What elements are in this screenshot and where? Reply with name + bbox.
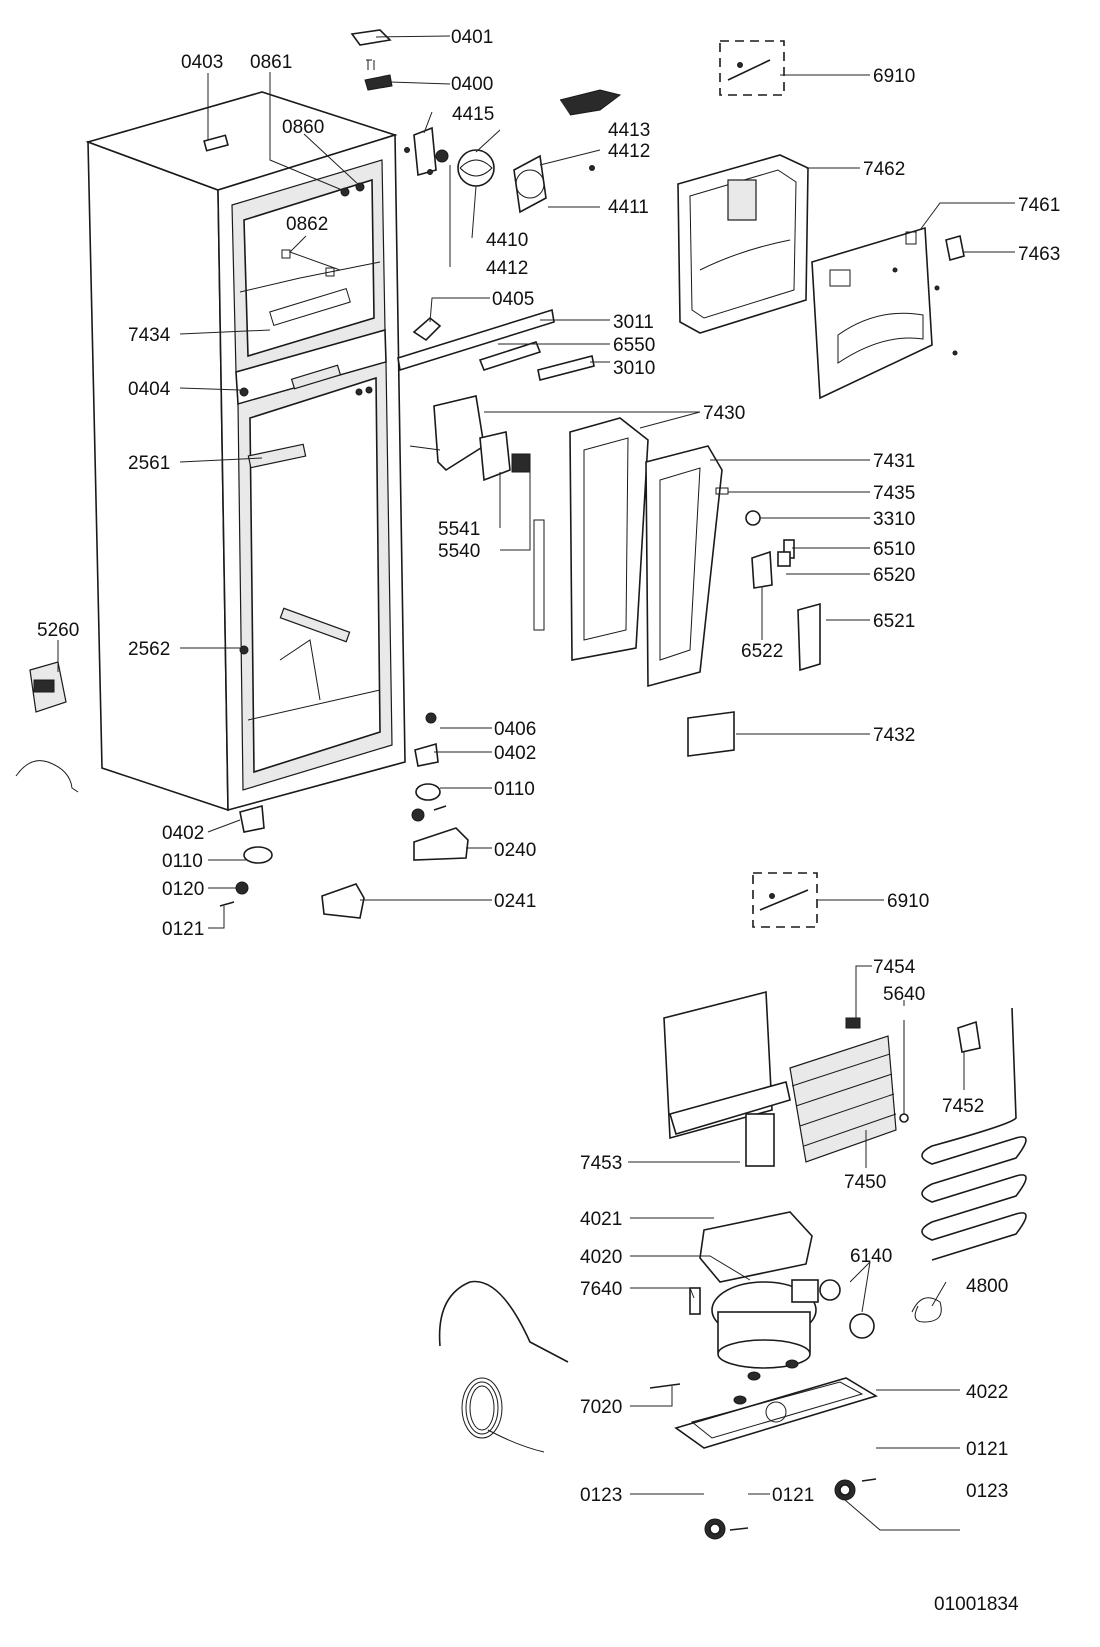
part-4800 [911,1297,942,1323]
label-7463: 7463 [1018,244,1060,265]
part-6510 [777,539,795,567]
power-cord [15,760,79,793]
label-6510: 6510 [873,539,915,560]
part-7435 [715,487,729,495]
label-0400: 0400 [451,74,493,95]
label-6550: 6550 [613,335,655,356]
label-6910b: 6910 [887,891,929,912]
air-ducts [397,308,723,688]
document-id: 01001834 [934,1594,1019,1615]
rear-panel [811,226,958,400]
condenser-assembly [663,990,897,1167]
label-0120: 0120 [162,879,204,900]
label-6520: 6520 [873,565,915,586]
part-6522 [751,550,773,589]
hinge-assemblies [219,712,447,907]
label-5260: 5260 [37,620,79,641]
part-7640 [689,1287,701,1315]
label-0121c: 0121 [772,1485,814,1506]
label-7435: 7435 [873,483,915,504]
label-5640: 5640 [883,984,925,1005]
label-0401: 0401 [451,27,493,48]
label-0110a: 0110 [494,779,535,800]
part-3310 [745,510,761,526]
label-6521: 6521 [873,611,915,632]
label-0121b: 0121 [966,1439,1008,1460]
label-7452: 7452 [942,1096,984,1117]
part-5260 [29,661,67,713]
label-0862: 0862 [286,214,328,235]
label-0404: 0404 [128,379,171,400]
part-4021 [699,1211,813,1283]
part-7432 [687,711,735,757]
label-2561: 2561 [128,453,170,474]
label-0402a: 0402 [494,743,536,764]
label-0121a: 0121 [162,919,204,940]
leader-lines [57,35,1015,1531]
label-4415: 4415 [452,104,494,125]
feet [649,1383,877,1540]
label-3011: 3011 [613,312,654,333]
label-0240: 0240 [494,840,536,861]
cabinet [85,91,406,812]
label-0402b: 0402 [162,823,204,844]
label-7450: 7450 [844,1172,886,1193]
label-0860: 0860 [282,117,324,138]
label-0406: 0406 [494,719,536,740]
label-0123a: 0123 [580,1485,622,1506]
part-7452 [957,1020,981,1053]
label-4412b: 4412 [486,258,528,279]
part-7463 [945,234,965,262]
label-3010: 3010 [613,358,655,379]
label-4021: 4021 [580,1209,622,1230]
label-0123b: 0123 [966,1481,1008,1502]
label-7434: 7434 [128,325,171,346]
label-7462: 7462 [863,159,905,180]
label-7640: 7640 [580,1279,622,1300]
label-4020: 4020 [580,1247,622,1268]
compressor [711,1279,875,1369]
label-5540: 5540 [438,541,480,562]
label-0403: 0403 [181,52,223,73]
label-7430: 7430 [703,403,745,424]
sensor-box-mid [752,872,818,928]
base-plate [674,1359,878,1449]
evaporator-cover [677,154,809,334]
label-4411: 4411 [608,197,649,218]
drain-hose [438,1280,569,1363]
capillary-tube [899,1020,909,1123]
label-4410: 4410 [486,230,528,251]
label-7432: 7432 [873,725,915,746]
label-7020: 7020 [580,1397,622,1418]
part-labels: 0401 0400 0403 0861 0860 4415 4413 4412 … [37,27,1060,1506]
label-6910a: 6910 [873,66,915,87]
capillary-coil [461,1377,545,1453]
label-6140: 6140 [850,1246,892,1267]
label-2562: 2562 [128,639,170,660]
label-3310: 3310 [873,509,915,530]
label-4413: 4413 [608,120,650,141]
label-0861: 0861 [250,52,292,73]
label-7454: 7454 [873,957,916,978]
label-0110b: 0110 [162,851,203,872]
label-7431: 7431 [873,451,915,472]
label-0405: 0405 [492,289,534,310]
label-5541: 5541 [438,519,480,540]
part-6521 [797,602,821,672]
label-4800: 4800 [966,1276,1008,1297]
condenser-coil [921,1007,1027,1261]
label-7453: 7453 [580,1153,622,1174]
label-4022: 4022 [966,1382,1008,1403]
part-0240 [413,827,469,861]
label-6522: 6522 [741,641,783,662]
label-0241: 0241 [494,891,536,912]
sensor-box-top [719,40,785,96]
label-7461: 7461 [1018,195,1060,216]
label-4412a: 4412 [608,141,650,162]
part-0241 [321,883,365,919]
